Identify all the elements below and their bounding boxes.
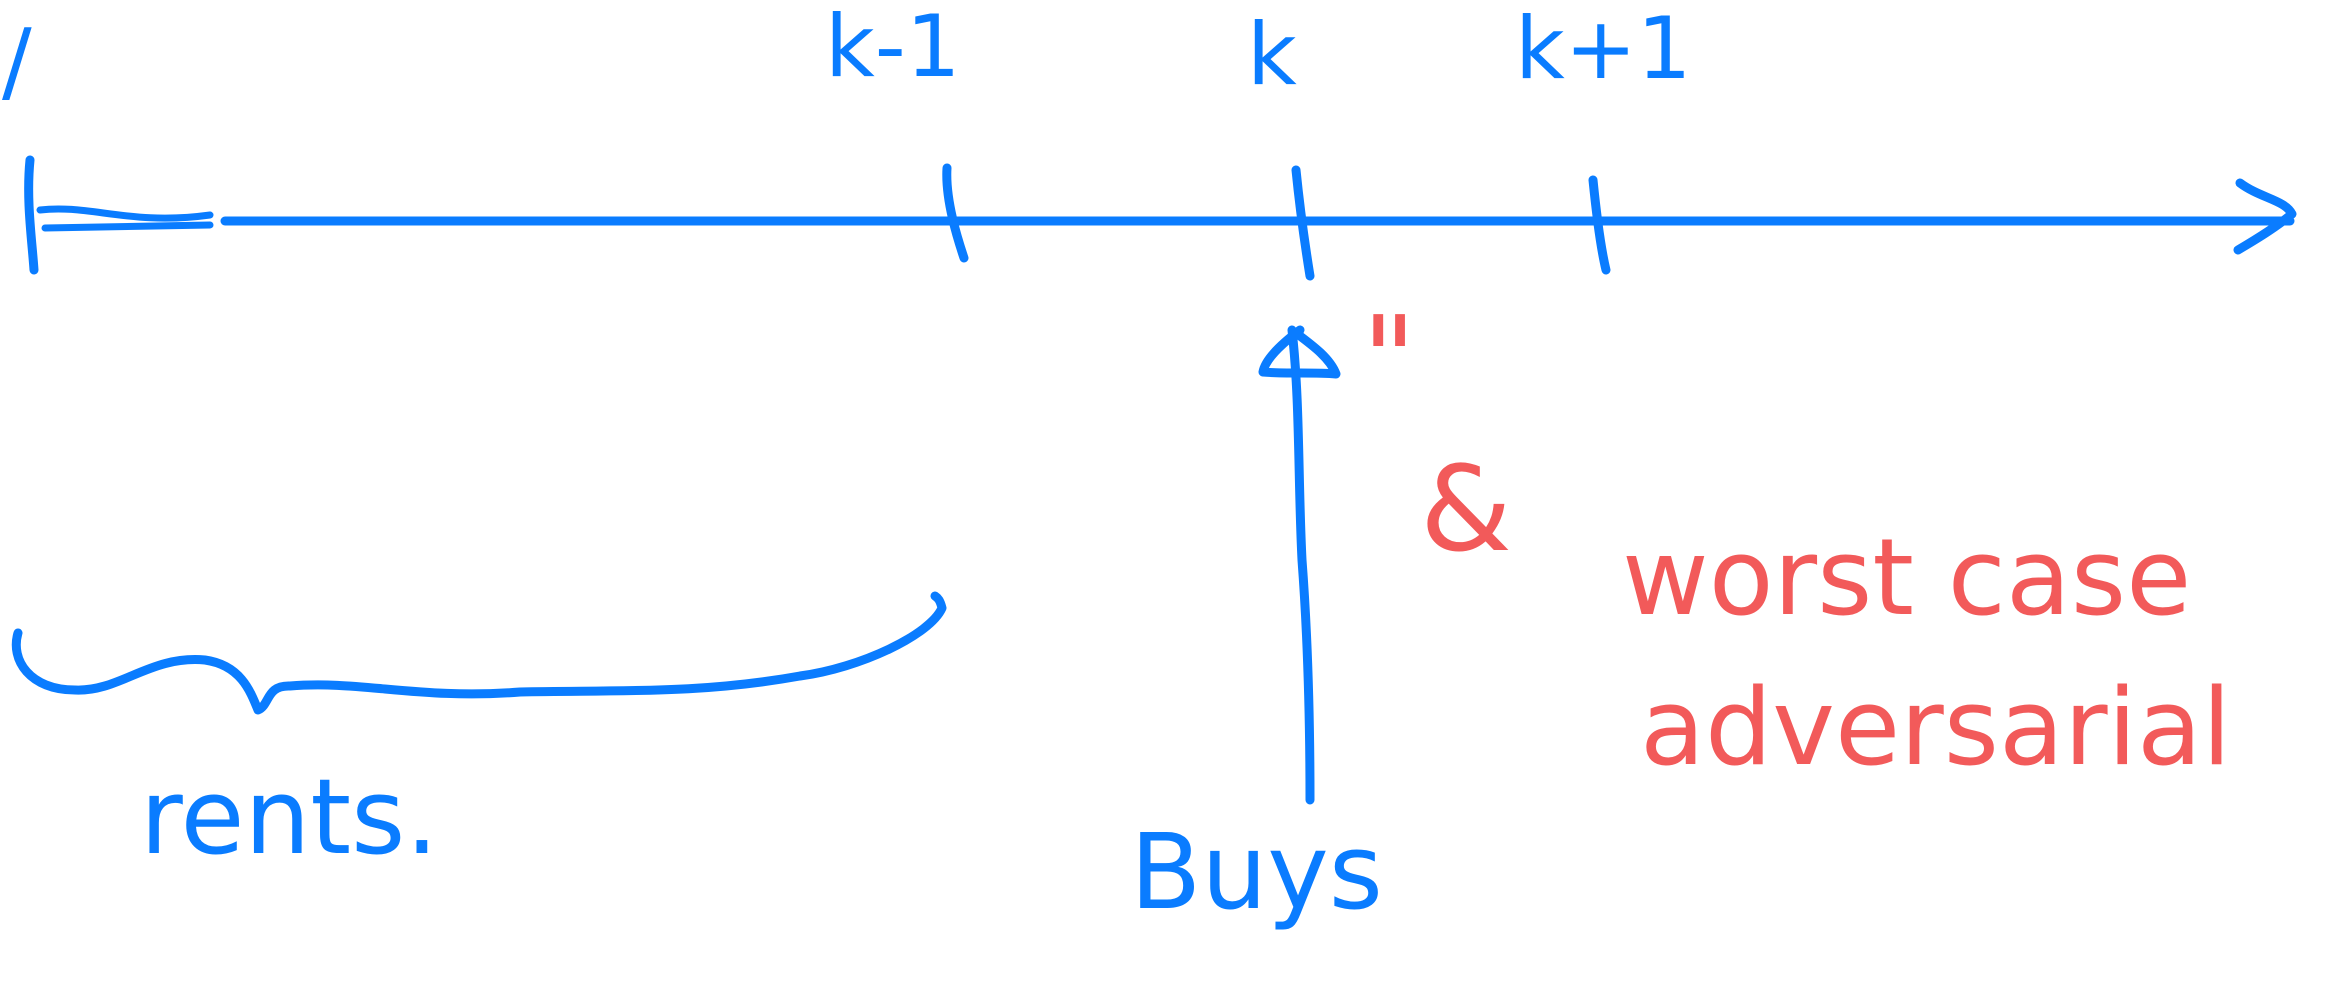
buys-arrow-shaft <box>1287 325 1315 805</box>
buys-label: Buys <box>1130 811 1383 933</box>
rent-interval-brace <box>11 591 947 715</box>
tick-label-k-plus-1: k+1 <box>1515 0 1692 99</box>
rents-label: rents. <box>140 756 439 878</box>
timeline-start-segment <box>36 205 214 232</box>
adversarial-label: adversarial <box>1640 666 2232 789</box>
tick-k <box>1291 165 1315 281</box>
tick-k-minus-1 <box>942 163 969 263</box>
tick-label-origin: / <box>2 10 32 113</box>
tick-label-k-minus-1: k-1 <box>825 0 961 97</box>
tick-k-plus-1 <box>1588 175 1611 275</box>
worst-case-label: worst case <box>1622 516 2192 639</box>
ampersand-label: & <box>1420 440 1513 578</box>
timeline-arrowhead <box>2233 178 2297 255</box>
buys-arrowhead <box>1258 325 1341 379</box>
tick-origin <box>24 155 39 275</box>
tick-label-k: k <box>1247 5 1297 105</box>
quote-mark: " <box>1362 290 1417 428</box>
